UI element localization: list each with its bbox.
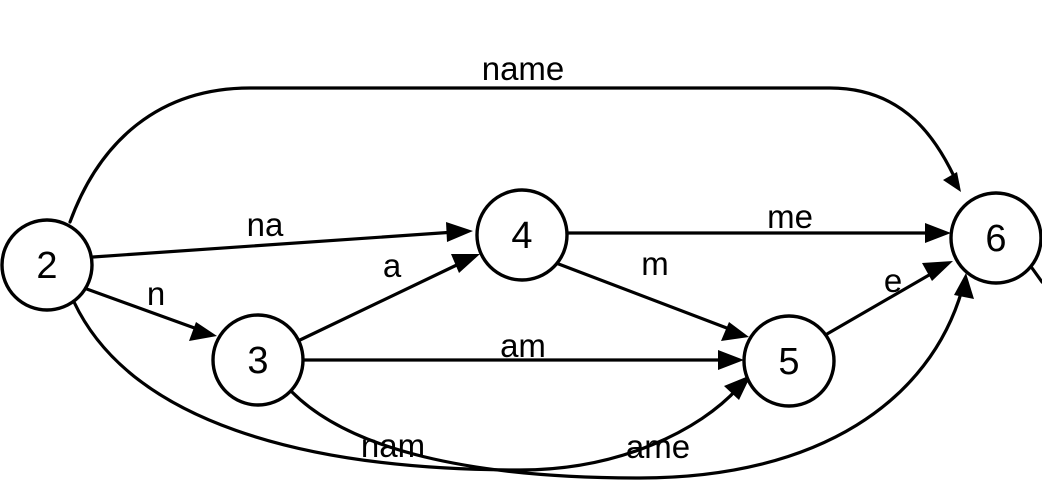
edge-3-to-4-a[interactable]: a [298,247,480,342]
edge-path-n [82,286,202,332]
arrowhead-me [925,223,951,243]
edge-path-e [825,269,938,336]
node-6[interactable]: 6 [949,191,1042,285]
node-3[interactable]: 3 [211,313,305,407]
edge-label-me: me [767,198,813,235]
node-3-circle [211,313,305,407]
edge-label-m: m [641,245,669,282]
nodes-layer: 2 3 4 5 6 [0,188,1042,408]
edge-label-n: n [147,275,165,312]
edge-path-6-stub [1030,266,1042,284]
edge-label-a: a [383,247,402,284]
node-2-circle [0,218,94,312]
arrowhead-a [451,254,480,273]
edge-label-na: na [247,206,284,243]
edge-path-nam [72,300,740,472]
node-3-label: 3 [247,340,268,382]
edge-path-a [298,260,465,342]
edge-path-na [91,230,457,259]
node-6-label: 6 [985,218,1006,260]
node-5-circle [742,314,836,408]
node-4-circle [475,188,569,282]
edge-2-to-5-nam[interactable]: nam [72,300,751,472]
edge-6-outgoing-stub[interactable] [1030,266,1042,284]
node-4[interactable]: 4 [475,188,569,282]
edge-label-ame: ame [626,428,690,465]
edges-layer: name na n a [68,50,1042,480]
edge-3-to-5-am[interactable]: am [301,327,744,370]
edge-label-e: e [884,262,902,299]
edge-path-name [68,86,960,224]
edge-4-to-5-m[interactable]: m [554,245,749,341]
edge-5-to-6-e[interactable]: e [825,261,953,336]
arrowhead-name [943,172,961,192]
arrowhead-m [721,322,749,341]
arrowhead-am [718,350,744,370]
edge-path-m [554,261,734,332]
edge-label-nam: nam [361,427,425,464]
edge-4-to-6-me[interactable]: me [565,198,951,243]
node-2-label: 2 [36,245,57,287]
edge-path-ame [290,288,964,480]
node-5[interactable]: 5 [742,314,836,408]
edge-2-to-4-na[interactable]: na [91,206,473,259]
arrowhead-na [446,222,473,242]
edge-3-to-6-ame[interactable]: ame [290,273,974,480]
edge-2-to-6-name[interactable]: name [68,50,961,224]
edge-label-name: name [482,50,565,87]
arrowhead-n [189,322,217,341]
node-2[interactable]: 2 [0,218,94,312]
edge-2-to-3-n[interactable]: n [82,275,217,341]
node-6-circle [949,191,1042,285]
node-5-label: 5 [778,341,799,383]
edge-label-am: am [500,327,546,364]
arrowhead-e [922,261,953,281]
arrowhead-ame [954,273,974,299]
arrowhead-nam [724,375,751,400]
node-4-label: 4 [511,215,532,257]
